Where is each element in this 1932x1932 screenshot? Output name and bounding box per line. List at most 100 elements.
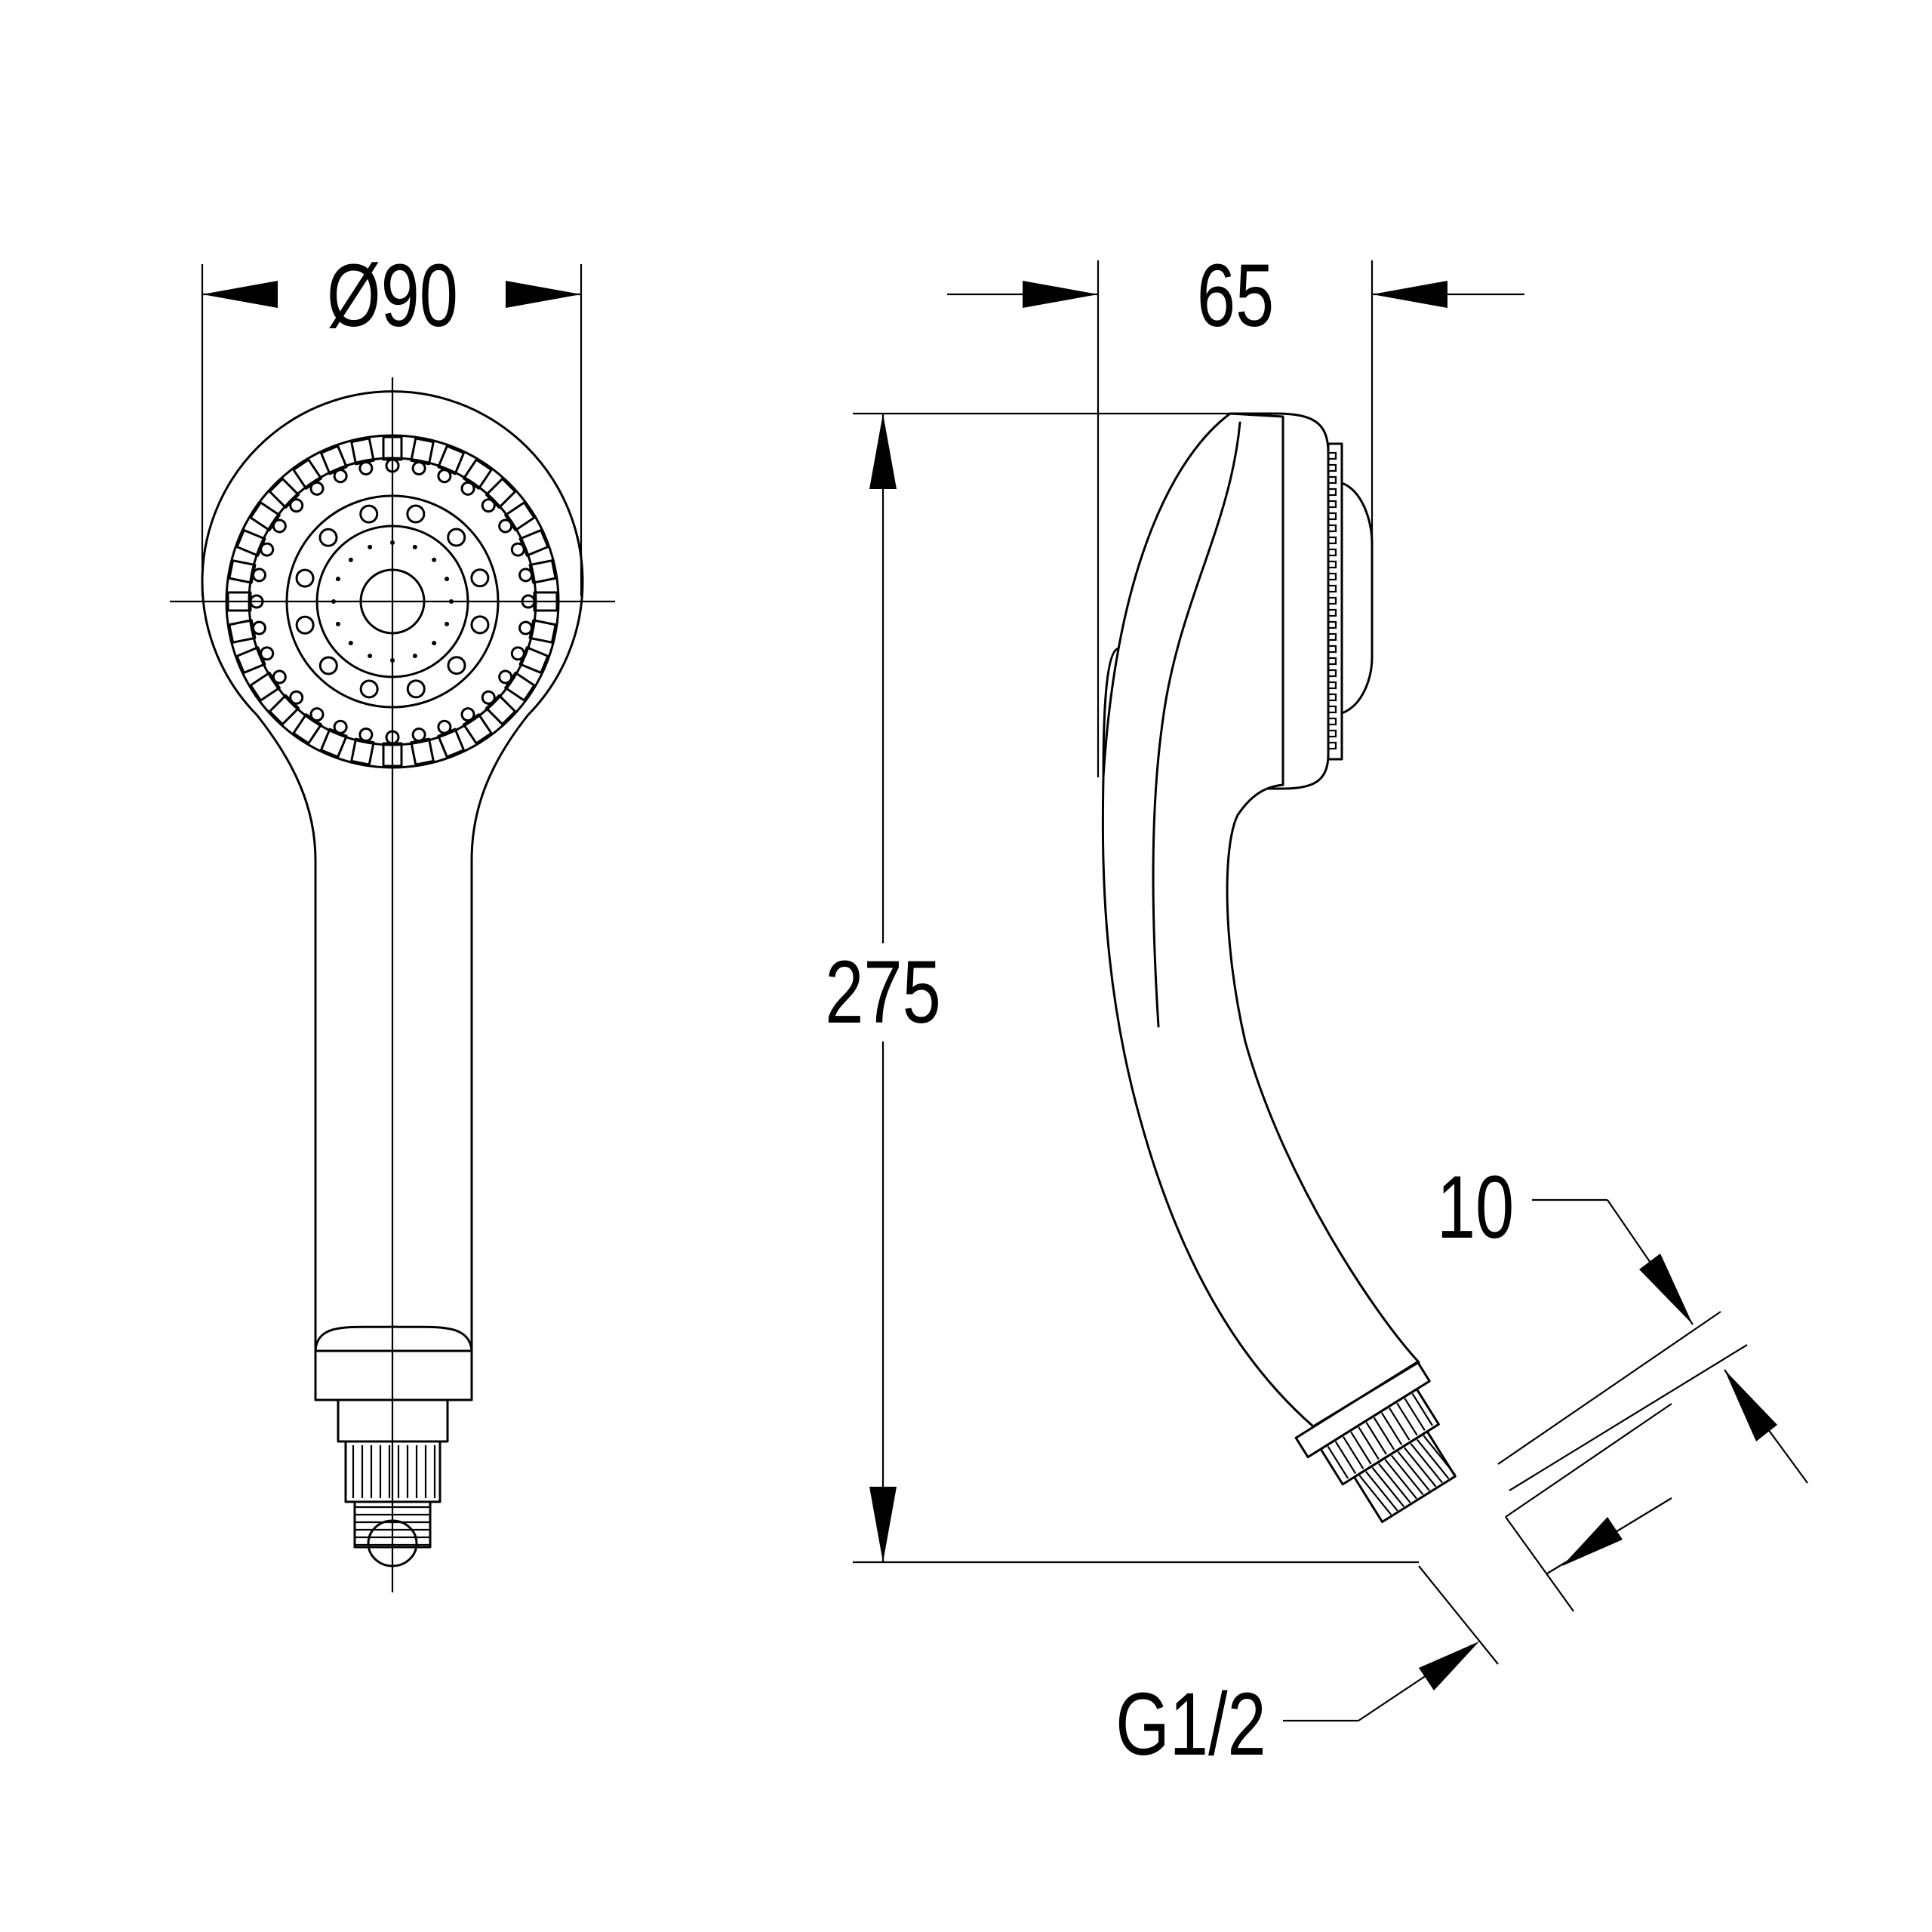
side-thread-nipple [1352,1430,1457,1524]
nozzle-dot [498,518,513,534]
thread-line [1410,1443,1443,1484]
outer-slot [518,559,557,584]
spray-tooth [1327,596,1337,605]
knurl-line [1327,1445,1349,1479]
thread-length-dimension: 10 [1437,1158,1808,1491]
thread-line [1416,1438,1450,1479]
knurl-line [1350,1431,1372,1465]
side-spray-teeth [1327,451,1337,750]
spray-dot [348,641,353,646]
thread-length-ext-line-1 [1497,1311,1721,1465]
nozzle-dot [481,498,496,513]
spray-dot [412,654,417,659]
thread-line [1365,1471,1398,1512]
nozzle-dot [260,646,275,661]
thread-size-ext-line-b [1505,1516,1574,1612]
outer-slot [510,646,549,675]
outer-slot [228,619,266,644]
spray-hole [447,528,466,547]
spray-dot [390,658,395,663]
nozzle-dot [272,669,287,685]
spray-dot [335,577,340,582]
spray-dot [335,621,340,626]
knurl-line [1404,1398,1426,1431]
spray-tooth [1327,717,1337,726]
thread-size-arrow-lower [1419,1641,1479,1690]
thread-line [1371,1466,1405,1508]
spray-tooth [1327,451,1337,460]
diameter-label: Ø90 [327,246,458,346]
middle-spray-holes [295,504,490,699]
side-connector-knurl [1327,1392,1433,1479]
spray-hole [470,615,490,635]
nozzle-dot [272,518,287,534]
outer-slot [498,669,536,702]
spray-tooth [1327,488,1337,497]
spray-dot [412,544,417,549]
knurl-line [1334,1441,1357,1475]
thread-line [1423,1435,1456,1475]
diameter-arrow-left [202,281,278,308]
nozzle-dot [498,669,513,685]
outer-slot [382,435,403,473]
side-thread-lines [1358,1435,1456,1515]
outer-slot [498,501,536,534]
spray-tooth [1327,693,1337,702]
nozzle-dot [358,728,374,743]
thread-line [1384,1459,1417,1500]
middle-nozzle-ring [285,494,500,709]
outer-slot [521,591,558,612]
spray-tooth [1327,632,1337,641]
knurl-line [1380,1412,1403,1446]
spray-dot [331,599,336,604]
thread-size-arrow-upper [1562,1517,1623,1566]
spray-tooth [1327,475,1337,485]
nozzle-dot [437,719,452,734]
spray-tooth [1327,584,1337,593]
nozzle-dot [309,707,325,722]
height-arrow-top [869,414,897,489]
spray-hole [406,504,426,524]
height-label: 275 [825,943,941,1042]
thread-line [1378,1463,1411,1503]
thread-length-label: 10 [1437,1158,1514,1257]
outer-nozzle-slots [226,435,558,768]
nozzle-dot [411,728,426,743]
height-arrow-bottom [869,1487,897,1562]
diameter-arrow-right [506,281,581,308]
side-view [1101,412,1457,1524]
outer-slot [437,445,466,484]
outer-slot [460,458,493,496]
spray-dot [348,557,353,562]
slot-rect [485,694,517,726]
outer-slot [292,458,325,496]
nozzle-dot [521,594,536,609]
thread-size-label: G1/2 [1115,1675,1266,1774]
outer-nozzle-ring [248,457,537,746]
side-back-edge [1102,648,1118,779]
depth-dimension: 65 [947,246,1524,777]
spray-tooth [1327,463,1337,472]
nozzle-dot [289,498,304,513]
spray-dot [449,599,454,604]
nozzle-dot [510,646,525,661]
outer-slot [228,559,266,584]
knurl-line [1396,1402,1418,1436]
spray-tooth [1327,669,1337,678]
nozzle-dot [251,620,266,635]
spray-hole [359,679,379,699]
spray-face-rim [225,434,560,769]
knurl-line [1358,1426,1380,1460]
spray-hole [406,679,426,699]
side-head-plate [1229,412,1330,790]
spray-tooth [1327,512,1337,521]
spray-hole [470,568,490,588]
thread-nipple [353,1500,432,1549]
knurl-line [1342,1436,1364,1469]
outer-slot [382,730,403,768]
depth-arrow-right [1372,281,1447,308]
nipple-bore [367,1519,418,1567]
spray-tooth [1327,620,1337,629]
thread-length-arrow-1 [1639,1254,1693,1324]
